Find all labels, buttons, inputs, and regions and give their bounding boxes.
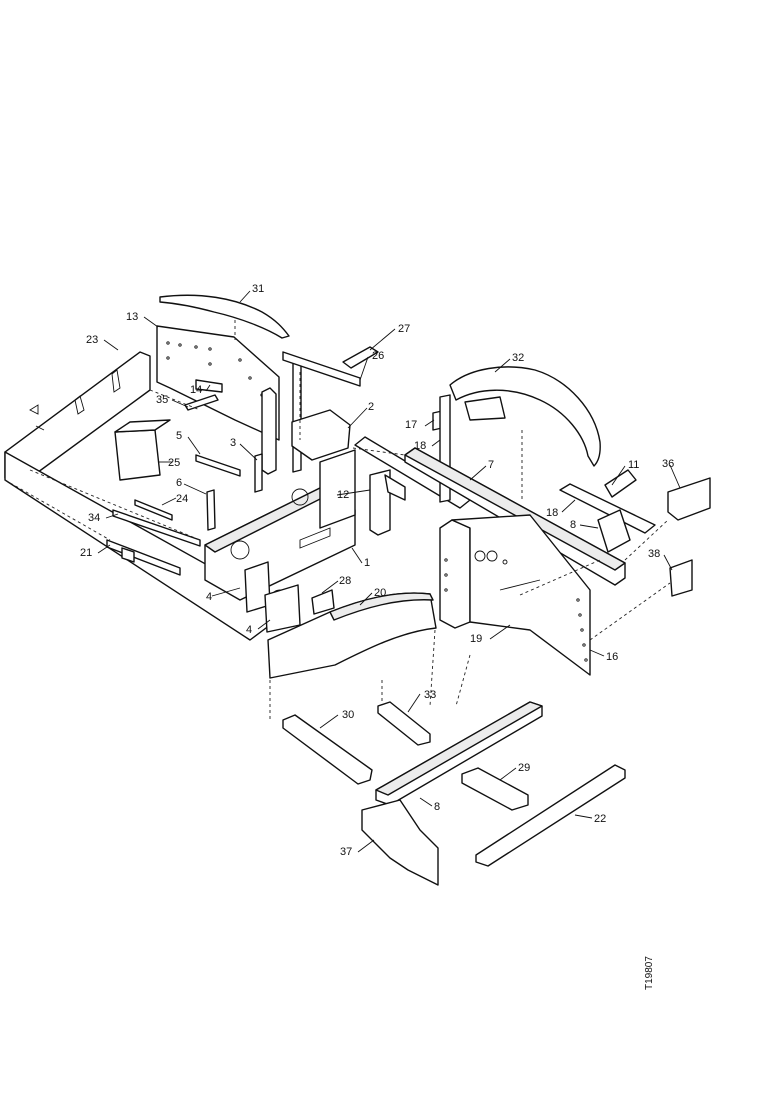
part-30-rail — [282, 714, 373, 785]
part-37-bracket — [361, 799, 439, 886]
part-25-bracket — [114, 429, 161, 481]
part-8-bracket — [597, 509, 631, 553]
part-19-inner-panel — [439, 519, 471, 629]
part-3-strip — [254, 453, 263, 493]
callout-26: 26 — [372, 350, 384, 362]
callout-11: 11 — [628, 459, 639, 471]
part-24-rail — [134, 499, 173, 521]
callout-28: 28 — [339, 575, 351, 587]
callout-21: 21 — [80, 547, 92, 559]
vertical-post — [261, 387, 277, 475]
part-2-gusset — [291, 409, 351, 461]
part-33-rail — [377, 701, 431, 746]
part-20-floor-edge — [329, 592, 434, 621]
callout-18-upper: 18 — [414, 440, 426, 452]
part-4-bracket-b — [264, 584, 301, 633]
callout-16: 16 — [606, 651, 618, 663]
part-5-rail — [195, 454, 241, 477]
part-7-beam-top — [404, 447, 626, 571]
part-25-flange — [114, 419, 171, 433]
callout-7: 7 — [488, 459, 494, 471]
callout-19: 19 — [470, 633, 482, 645]
callout-12: 12 — [337, 489, 349, 501]
part-16-holes — [474, 550, 541, 591]
callout-27: 27 — [398, 323, 410, 335]
callout-32: 32 — [512, 352, 524, 364]
callout-labels: 31 13 23 27 26 32 14 35 2 17 18 5 3 7 11… — [80, 283, 674, 858]
callout-13: 13 — [126, 311, 138, 323]
callout-35: 35 — [156, 394, 168, 406]
callout-4-upper: 4 — [206, 591, 212, 603]
part-26-bracket — [282, 351, 361, 387]
part-21-tab — [121, 547, 135, 563]
callout-3: 3 — [230, 437, 236, 449]
callout-36: 36 — [662, 458, 674, 470]
part-1-bracket — [319, 449, 356, 529]
part-13-rivets — [166, 341, 264, 397]
callout-33: 33 — [424, 689, 436, 701]
callout-2: 2 — [368, 401, 374, 413]
part-34-rail — [112, 509, 201, 547]
leader-lines — [97, 290, 681, 853]
assembly-lines — [4, 320, 671, 720]
callout-17: 17 — [405, 419, 417, 431]
part-16-rivets — [444, 558, 588, 662]
callout-8-lower: 8 — [434, 801, 440, 813]
callout-22: 22 — [594, 813, 606, 825]
part-32-clip — [464, 396, 506, 421]
part-36-bracket — [667, 477, 711, 521]
part-12-flange — [384, 474, 406, 501]
callout-6: 6 — [176, 477, 182, 489]
callout-23: 23 — [86, 334, 98, 346]
callout-37: 37 — [340, 846, 352, 858]
part-22-rail — [475, 764, 626, 867]
part-23-details — [29, 369, 121, 431]
callout-25: 25 — [168, 457, 180, 469]
part-12-channel — [369, 469, 391, 536]
callout-38: 38 — [648, 548, 660, 560]
callout-5: 5 — [176, 430, 182, 442]
callout-4-lower: 4 — [246, 624, 252, 636]
callout-30: 30 — [342, 709, 354, 721]
callout-1: 1 — [364, 557, 370, 569]
callout-14: 14 — [190, 384, 202, 396]
callout-20: 20 — [374, 587, 386, 599]
part-31-top-rail — [159, 294, 290, 339]
part-11-bracket — [604, 469, 637, 498]
part-38-bracket — [669, 559, 693, 597]
callout-18-lower: 18 — [546, 507, 558, 519]
drawing-number: T19807 — [644, 956, 655, 990]
part-27-bracket — [342, 346, 379, 369]
callout-29: 29 — [518, 762, 530, 774]
callout-34: 34 — [88, 512, 100, 524]
callout-24: 24 — [176, 493, 188, 505]
callout-31: 31 — [252, 283, 264, 295]
callout-8-upper: 8 — [570, 519, 576, 531]
part-35-rail — [184, 394, 219, 411]
part-8-crossmember-top — [375, 701, 543, 796]
part-29-bracket — [461, 767, 529, 811]
part-6-post — [206, 489, 216, 531]
part-28-bracket — [311, 589, 335, 615]
part-32-curved-rail — [449, 366, 601, 467]
